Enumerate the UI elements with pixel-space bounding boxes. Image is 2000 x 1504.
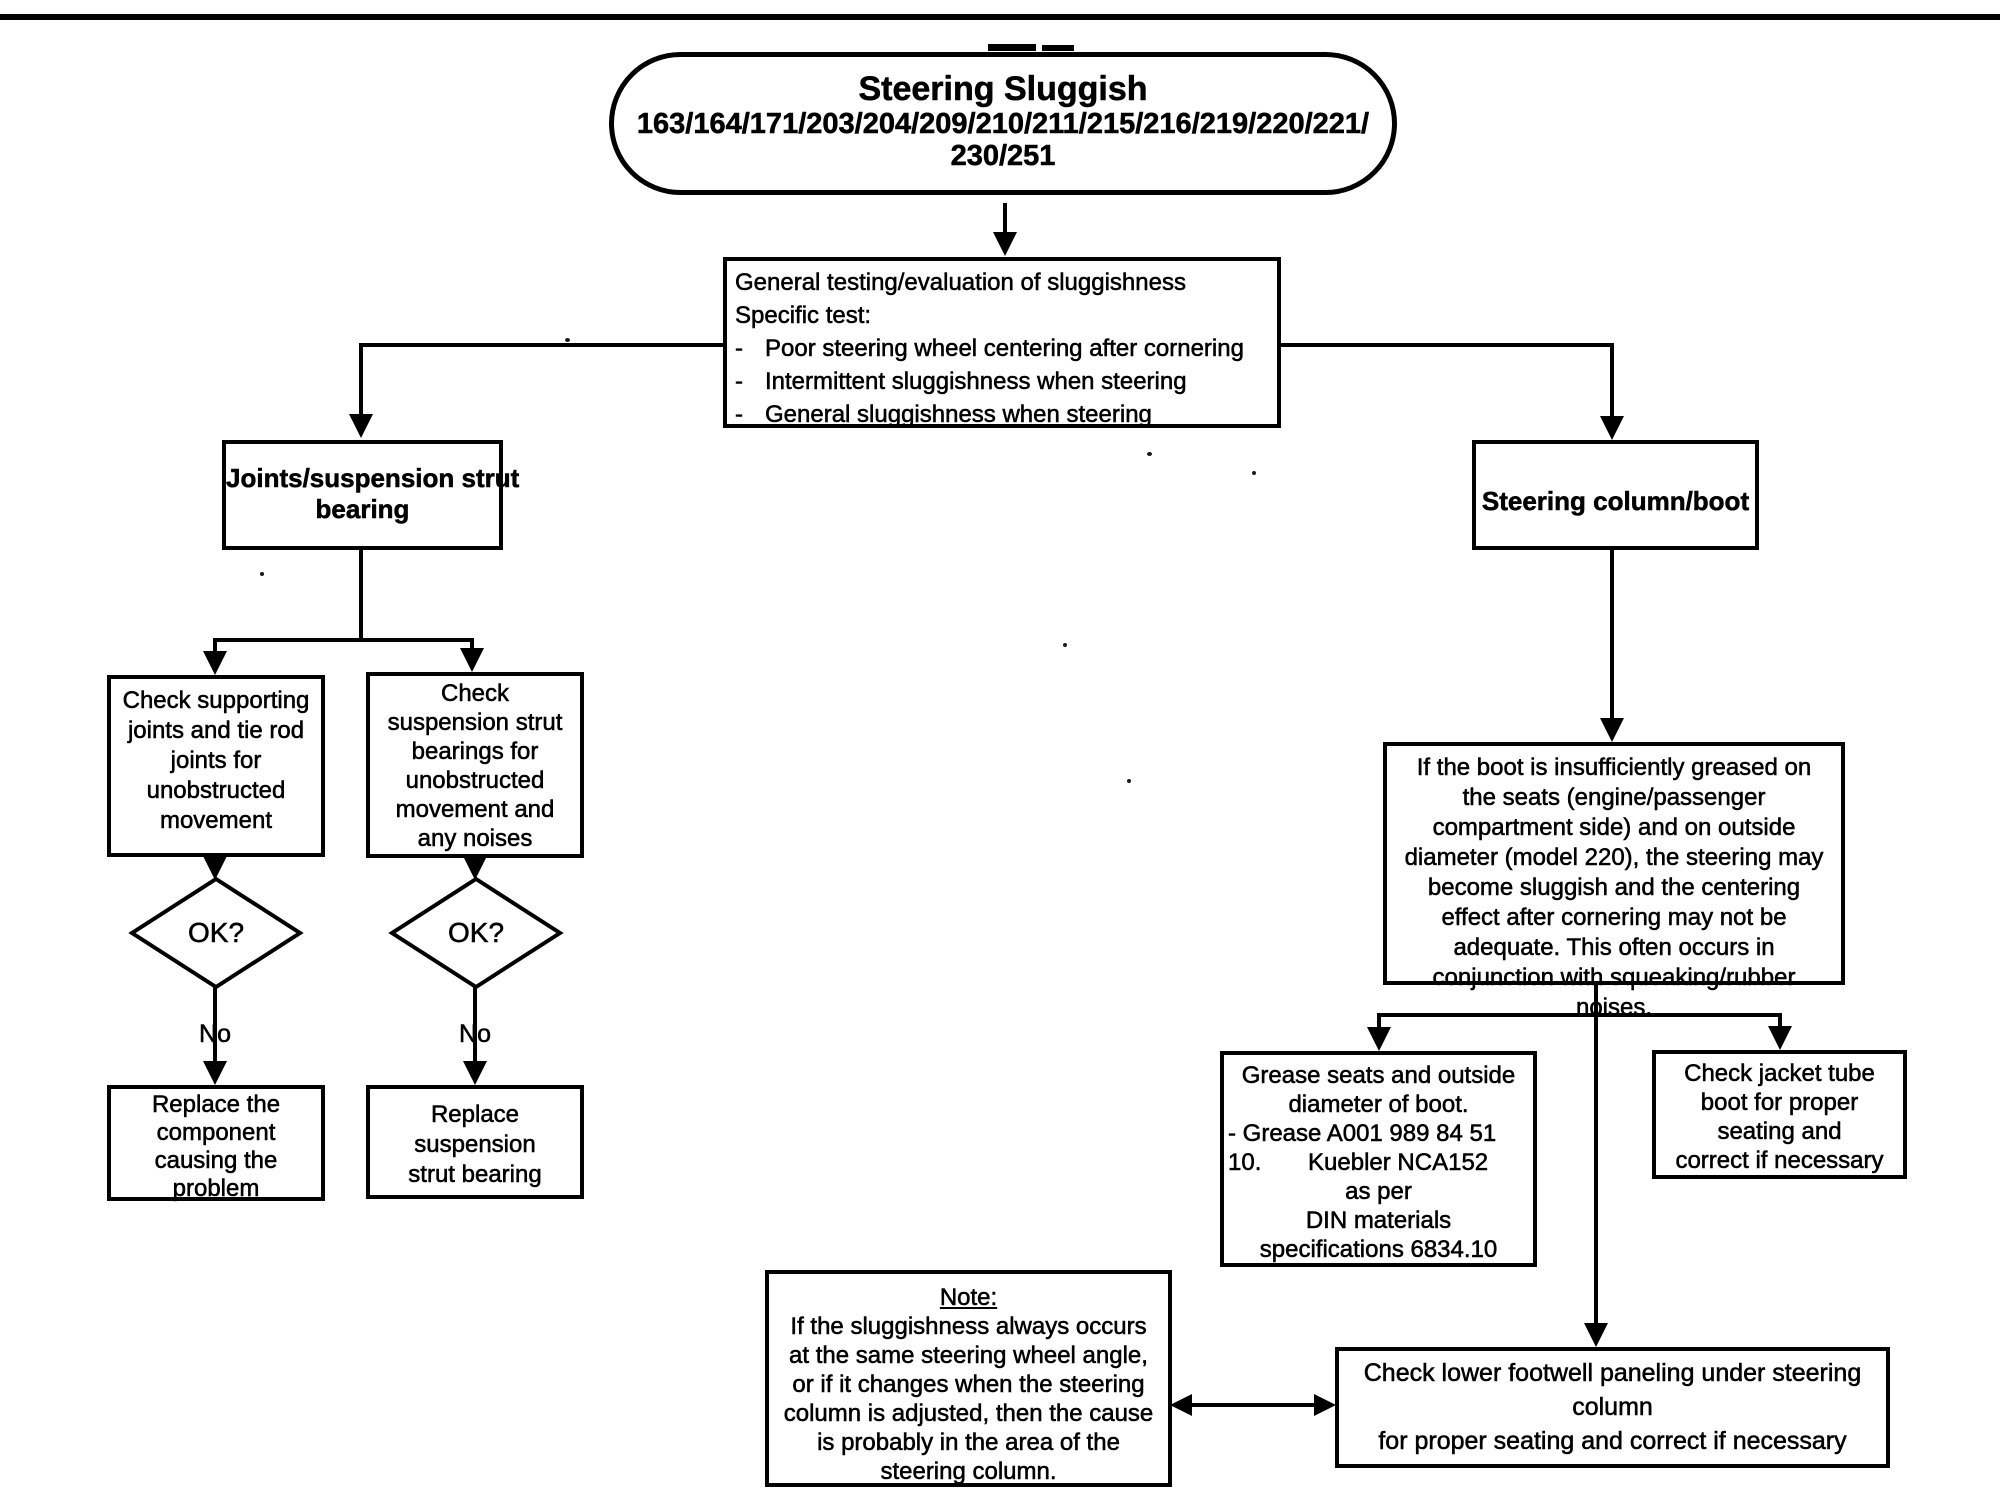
connector-bootinfo-down xyxy=(1594,985,1598,1015)
scan-smudge xyxy=(1042,45,1074,51)
arrowhead-left xyxy=(1170,1394,1192,1416)
start-models-line2: 230/251 xyxy=(950,140,1056,173)
arrowhead-down xyxy=(203,1061,227,1085)
note-heading: Note: xyxy=(939,1284,998,1312)
arrowhead-down xyxy=(460,648,484,672)
scan-speck xyxy=(260,572,264,576)
boot-info-box: If the boot is insufficiently greased on… xyxy=(1383,742,1845,1021)
connector-note-footwell xyxy=(1190,1403,1316,1407)
connector-start-to-general xyxy=(1003,203,1007,237)
connector-diamond1-down xyxy=(213,986,217,1066)
decision-diamond-2: OK? xyxy=(388,876,564,990)
start-models-line1: 163/164/171/203/204/209/210/211/215/216/… xyxy=(636,108,1370,141)
connector-joints-down xyxy=(359,550,363,640)
decision-1-label: OK? xyxy=(187,917,245,949)
arrowhead-down xyxy=(1768,1026,1792,1050)
general-bullet-1: - Poor steering wheel centering after co… xyxy=(735,335,1244,363)
general-line2: Specific test: xyxy=(735,302,872,330)
general-testing-box: General testing/evaluation of sluggishne… xyxy=(723,257,1281,428)
connector-boot-split xyxy=(1377,1013,1782,1017)
arrowhead-down xyxy=(1600,718,1624,742)
scan-speck xyxy=(565,338,570,342)
connector-split-right-drop xyxy=(470,640,474,652)
page-top-rule xyxy=(0,14,2000,20)
arrowhead-down xyxy=(349,414,373,438)
scan-speck xyxy=(1147,452,1152,456)
scan-speck xyxy=(1063,643,1067,647)
footwell-paneling-box: Check lower footwell paneling under stee… xyxy=(1335,1347,1890,1468)
connector-split-jacket-drop xyxy=(1778,1013,1782,1030)
footwell-paneling-text: Check lower footwell paneling under stee… xyxy=(1363,1359,1862,1456)
arrowhead-down xyxy=(203,856,227,880)
connector-diamond2-down xyxy=(473,986,477,1066)
start-terminator: Steering Sluggish 163/164/171/203/204/20… xyxy=(609,52,1397,195)
connector-general-left xyxy=(361,343,724,347)
decision-2-label: OK? xyxy=(447,917,505,949)
connector-split-footwell-drop xyxy=(1594,1013,1598,1327)
connector-split-left-drop xyxy=(213,640,217,654)
connector-split-grease-drop xyxy=(1377,1013,1381,1031)
decision-diamond-1: OK? xyxy=(128,876,304,990)
no-label-2: No xyxy=(459,1020,492,1049)
arrowhead-down xyxy=(203,651,227,675)
connector-column-down xyxy=(1610,550,1614,720)
scan-smudge xyxy=(988,44,1036,51)
connector-joints-split xyxy=(213,638,474,642)
arrowhead-down xyxy=(463,1061,487,1085)
no-label-1: No xyxy=(199,1020,232,1049)
general-line1: General testing/evaluation of sluggishne… xyxy=(735,269,1187,297)
steering-column-header-box: Steering column/boot xyxy=(1472,440,1759,550)
arrowhead-down xyxy=(993,232,1017,256)
scan-speck xyxy=(1252,471,1256,475)
boot-info-text: If the boot is insufficiently greased on… xyxy=(1404,754,1824,1022)
steering-column-header-text: Steering column/boot xyxy=(1481,485,1750,516)
connector-general-left-drop xyxy=(359,343,363,416)
arrowhead-right xyxy=(1314,1394,1336,1416)
arrowhead-down xyxy=(463,856,487,880)
arrowhead-down xyxy=(1584,1323,1608,1347)
scan-speck xyxy=(1127,779,1131,783)
connector-general-right xyxy=(1278,343,1614,347)
arrowhead-down xyxy=(1600,416,1624,440)
general-bullet-3: - General sluggishness when steering xyxy=(735,401,1152,429)
connector-general-right-drop xyxy=(1610,343,1614,418)
general-bullet-2: - Intermittent sluggishness when steerin… xyxy=(735,368,1187,396)
arrowhead-down xyxy=(1367,1027,1391,1051)
start-title: Steering Sluggish xyxy=(858,70,1148,109)
